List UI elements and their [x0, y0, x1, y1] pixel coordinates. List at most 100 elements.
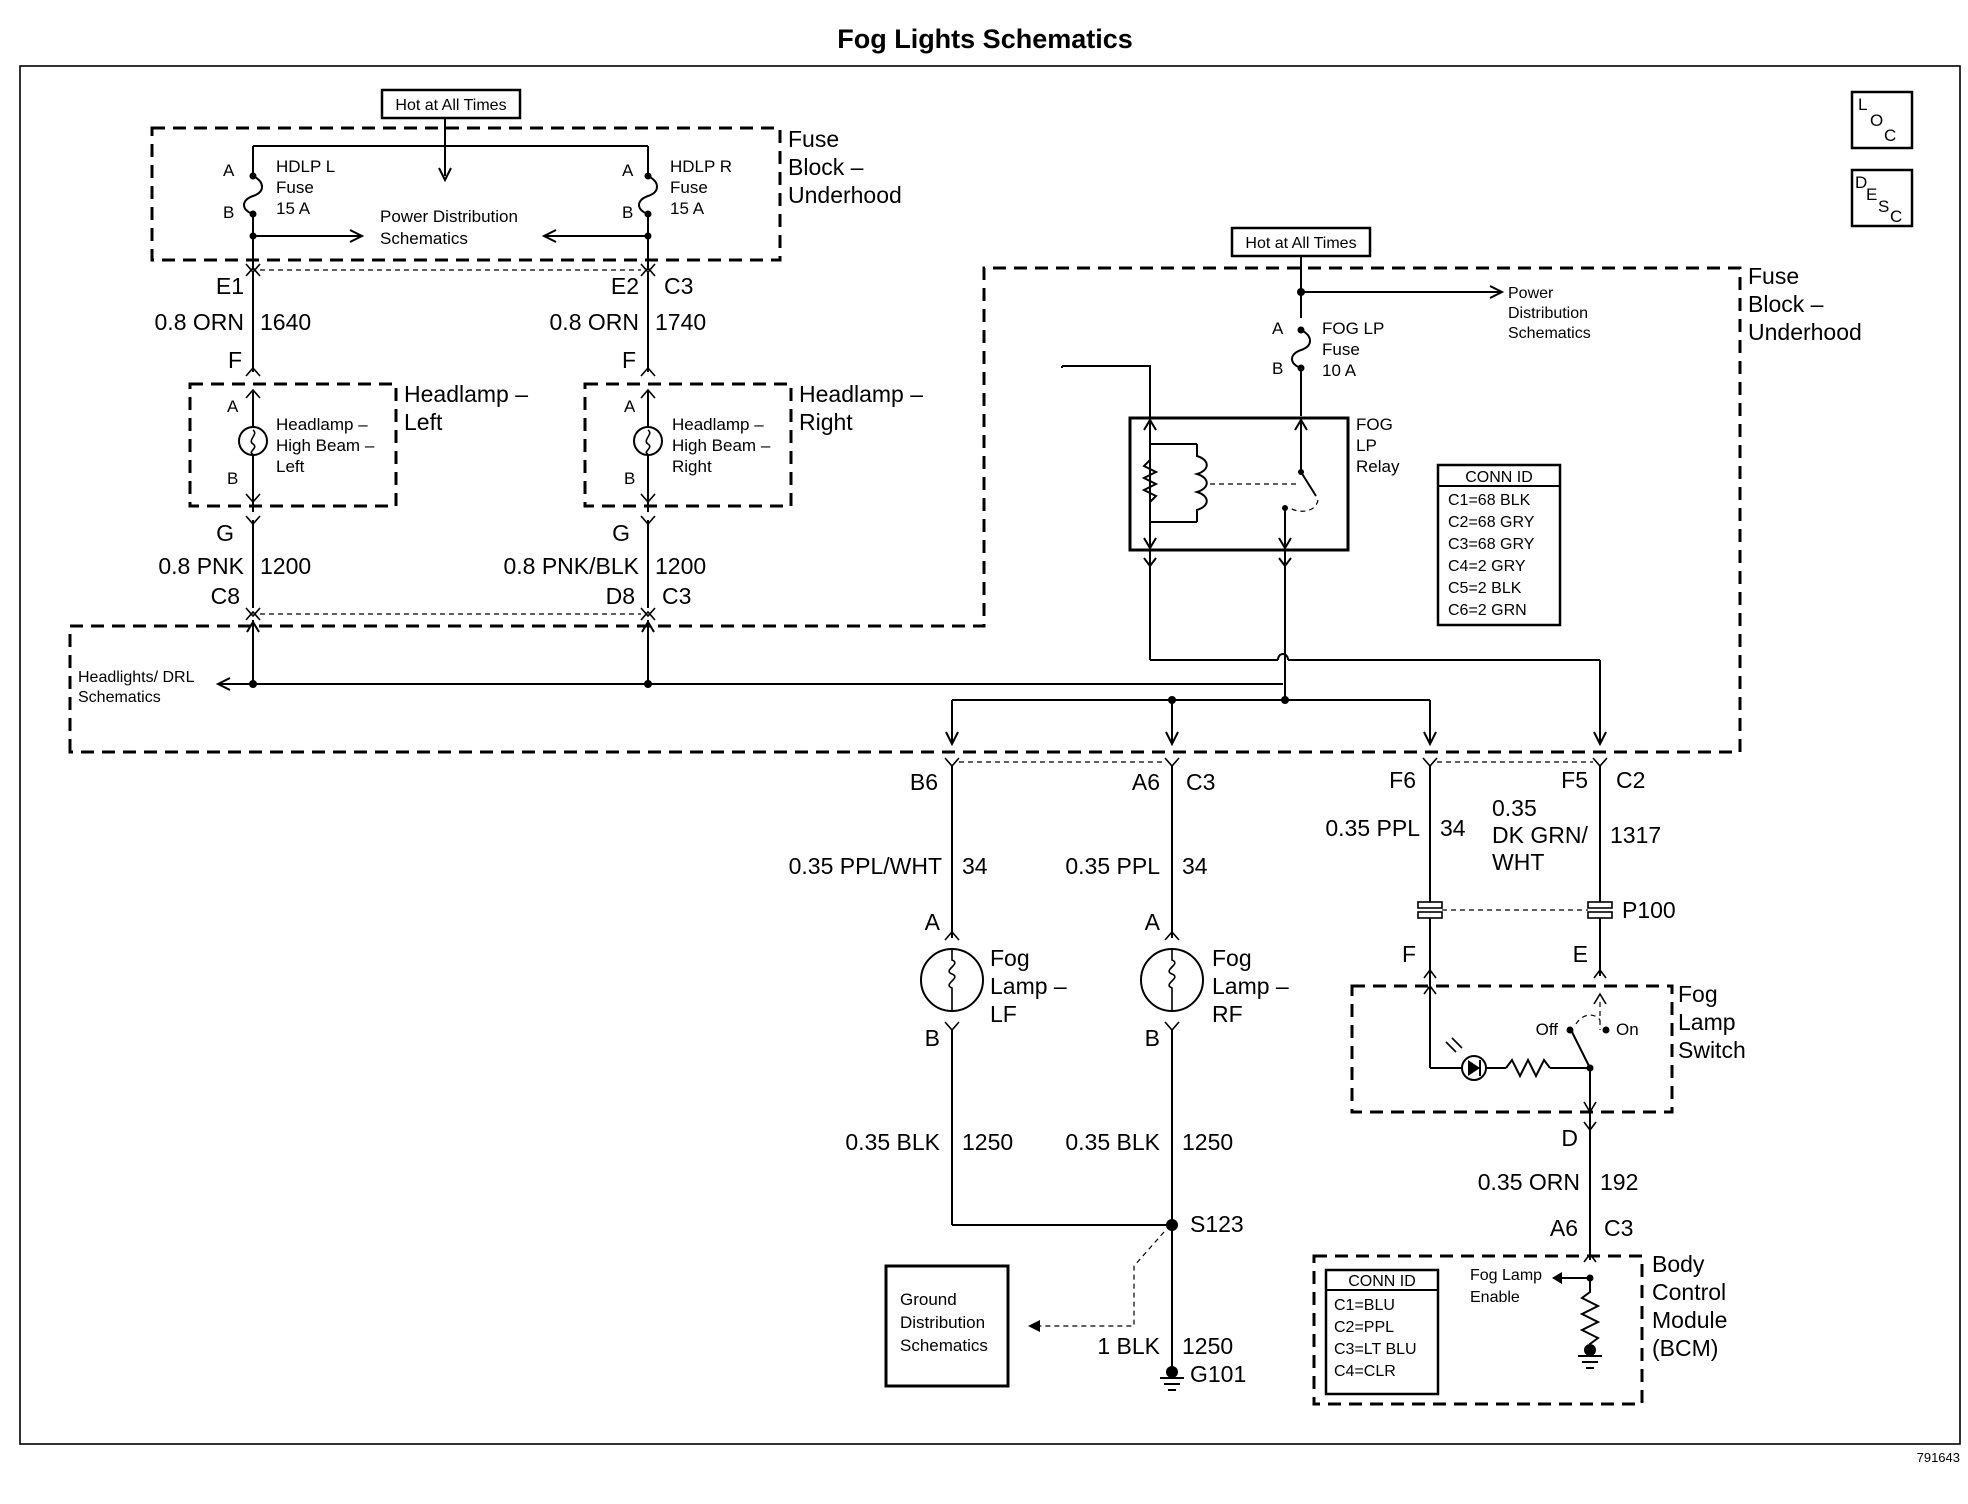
fog-lamp-rf-label: RF [1212, 1001, 1243, 1027]
svg-text:1250: 1250 [1182, 1129, 1233, 1155]
svg-text:F6: F6 [1389, 767, 1416, 793]
switch-on-label: On [1616, 1020, 1639, 1039]
fuse-icon [243, 175, 263, 215]
fog-lamp-enable-label: Enable [1470, 1289, 1520, 1306]
coil-icon [1193, 444, 1208, 522]
svg-text:E1: E1 [216, 273, 244, 299]
svg-text:0.35: 0.35 [1492, 795, 1537, 821]
svg-text:C4=2 GRY: C4=2 GRY [1448, 558, 1526, 575]
resistor-icon [1579, 1278, 1601, 1350]
svg-text:1200: 1200 [655, 553, 706, 579]
svg-text:0.35 BLK: 0.35 BLK [845, 1129, 940, 1155]
svg-text:1740: 1740 [655, 309, 706, 335]
connector-icon [1592, 757, 1608, 768]
svg-text:DK GRN/: DK GRN/ [1492, 822, 1588, 848]
svg-text:15 A: 15 A [670, 199, 705, 218]
svg-text:A6: A6 [1550, 1215, 1578, 1241]
desc-icon[interactable]: D E S C [1850, 168, 1914, 228]
fuse-block-underhood-main [68, 266, 1742, 754]
svg-text:WHT: WHT [1492, 849, 1544, 875]
svg-text:High Beam –: High Beam – [276, 436, 375, 455]
svg-text:C3: C3 [1186, 769, 1215, 795]
svg-text:Schematics: Schematics [900, 1336, 988, 1355]
arrow-right-icon [1489, 285, 1505, 299]
svg-text:0.8 ORN: 0.8 ORN [155, 309, 244, 335]
connector-icon [245, 607, 261, 621]
svg-text:B: B [622, 203, 633, 222]
svg-text:High Beam –: High Beam – [672, 436, 771, 455]
headlamp-left-box [188, 382, 398, 508]
svg-text:B: B [624, 469, 635, 488]
power-distribution-label: Distribution [1508, 305, 1588, 322]
svg-text:0.35 ORN: 0.35 ORN [1478, 1169, 1580, 1195]
svg-text:A: A [622, 161, 634, 180]
connector-icon [640, 607, 656, 621]
svg-text:15 A: 15 A [276, 199, 311, 218]
svg-text:34: 34 [1440, 815, 1466, 841]
fog-lp-relay [1128, 416, 1350, 552]
svg-text:B: B [925, 1025, 940, 1051]
bcm-label: Module [1652, 1307, 1727, 1333]
svg-text:Right: Right [672, 457, 712, 476]
svg-text:1317: 1317 [1610, 822, 1661, 848]
power-distribution-label: Power Distribution [380, 207, 518, 226]
switch-lever [1571, 1031, 1591, 1069]
svg-text:0.8 PNK: 0.8 PNK [158, 553, 244, 579]
svg-text:Distribution: Distribution [900, 1313, 985, 1332]
fog-lamp-switch-label: Lamp [1678, 1009, 1736, 1035]
svg-text:Fuse: Fuse [1322, 340, 1360, 359]
hdlp-l-fuse: A B HDLP L Fuse 15 A [223, 146, 335, 270]
bcm-box [1312, 1254, 1644, 1406]
splice-icon [1166, 1219, 1178, 1231]
svg-text:F5: F5 [1561, 767, 1588, 793]
svg-text:Fuse: Fuse [670, 178, 708, 197]
arrow-left-icon [1552, 1272, 1562, 1284]
headlights-drl-label: Schematics [78, 689, 161, 706]
conn-id-fuse-block: CONN ID C1=68 BLK C2=68 GRY C3=68 GRY C4… [1436, 463, 1562, 627]
svg-text:G: G [612, 520, 630, 546]
svg-text:B: B [223, 203, 234, 222]
power-distribution-label: Power [1508, 285, 1554, 302]
fuse-block-label: Underhood [788, 182, 902, 208]
fuse-icon [1291, 329, 1311, 369]
hot-at-all-times-label: Hot at All Times [380, 88, 522, 120]
svg-text:C1=BLU: C1=BLU [1334, 1297, 1395, 1314]
arrow-left-icon [541, 229, 557, 243]
headlamp-right-box [583, 382, 793, 508]
svg-text:Left: Left [276, 457, 305, 476]
svg-text:B: B [1145, 1025, 1160, 1051]
svg-text:B: B [227, 469, 238, 488]
relay-label: LP [1356, 436, 1377, 455]
svg-text:1200: 1200 [260, 553, 311, 579]
svg-text:C2: C2 [1616, 767, 1645, 793]
fog-lamp-rf-bulb-icon [1140, 948, 1204, 1012]
arrow-left-icon [1028, 1320, 1040, 1332]
resistor-icon [1141, 459, 1159, 503]
desc-icon-s: S [1878, 197, 1889, 216]
svg-text:A: A [925, 909, 941, 935]
svg-text:B6: B6 [910, 769, 938, 795]
fog-lp-fuse: A B FOG LP Fuse 10 A [1272, 319, 1384, 416]
page-title: Fog Lights Schematics [837, 24, 1133, 54]
svg-text:1 BLK: 1 BLK [1097, 1333, 1160, 1359]
arrow-right-icon [349, 229, 365, 243]
loc-icon[interactable]: L O C [1850, 90, 1914, 150]
fog-lamp-switch-label: Fog [1678, 981, 1718, 1007]
figure-id: 791643 [1917, 1450, 1960, 1465]
p100-label: P100 [1622, 897, 1676, 923]
connector-icon [1164, 757, 1180, 768]
relay-label: Relay [1356, 457, 1400, 476]
svg-text:1250: 1250 [962, 1129, 1013, 1155]
svg-text:A: A [1145, 909, 1161, 935]
svg-text:C4=CLR: C4=CLR [1334, 1363, 1396, 1380]
wire-crossover [1277, 653, 1289, 661]
svg-text:F: F [622, 347, 636, 373]
svg-text:C5=2 BLK: C5=2 BLK [1448, 580, 1522, 597]
svg-text:C3: C3 [662, 583, 691, 609]
ground-icon [1578, 1344, 1602, 1369]
bcm-label: Body [1652, 1251, 1705, 1277]
svg-text:34: 34 [962, 853, 988, 879]
svg-text:1640: 1640 [260, 309, 311, 335]
power-distribution-label: Schematics [1508, 325, 1591, 342]
